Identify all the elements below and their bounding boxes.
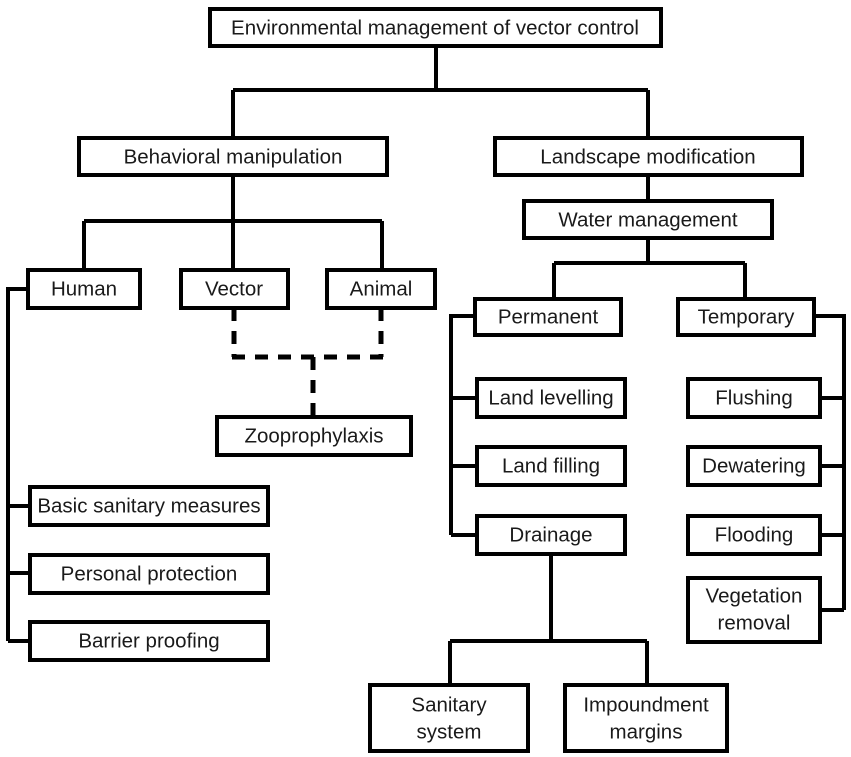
node-sanitary-system-box[interactable] xyxy=(368,683,530,753)
node-human-box[interactable] xyxy=(26,268,142,310)
connector-human-left-rail xyxy=(6,287,28,641)
node-personal-protection-label: Personal protection xyxy=(61,562,238,585)
node-water-management-box[interactable] xyxy=(522,199,774,240)
node-impoundment-margins-box[interactable] xyxy=(563,683,729,753)
node-dewatering-box[interactable] xyxy=(686,445,822,487)
node-sanitary-system-label-line2: system xyxy=(417,720,482,743)
node-zooprophylaxis-label: Zooprophylaxis xyxy=(244,424,383,447)
node-water-management[interactable]: Water management xyxy=(522,199,774,240)
node-vector-label: Vector xyxy=(205,277,263,300)
node-impoundment-margins-label-line1: Impoundment xyxy=(583,693,709,716)
node-barrier-proofing-box[interactable] xyxy=(28,620,270,662)
node-impoundment-margins[interactable]: Impoundment margins xyxy=(563,683,729,753)
node-behavioral-box[interactable] xyxy=(77,136,389,177)
node-behavioral-label: Behavioral manipulation xyxy=(124,145,343,168)
connector-permanent-left-rail xyxy=(449,314,475,535)
node-drainage-label: Drainage xyxy=(509,523,592,546)
node-land-filling-label: Land filling xyxy=(502,454,600,477)
node-root-label: Environmental management of vector contr… xyxy=(231,16,639,39)
connector-layer xyxy=(6,46,846,685)
node-barrier-proofing-label: Barrier proofing xyxy=(78,629,219,652)
node-vegetation-removal-label-line1: Vegetation xyxy=(706,584,803,607)
node-impoundment-margins-label-line2: margins xyxy=(610,720,683,743)
node-vegetation-removal-box[interactable] xyxy=(686,576,822,644)
node-land-levelling-box[interactable] xyxy=(475,377,627,419)
node-vector[interactable]: Vector xyxy=(179,268,290,310)
node-permanent-box[interactable] xyxy=(473,297,623,337)
node-human[interactable]: Human xyxy=(26,268,142,310)
node-temporary-label: Temporary xyxy=(698,305,796,328)
node-drainage-box[interactable] xyxy=(475,514,627,556)
node-behavioral-manipulation[interactable]: Behavioral manipulation xyxy=(77,136,389,177)
node-root-box[interactable] xyxy=(208,7,663,48)
node-vector-box[interactable] xyxy=(179,268,290,310)
node-flooding-box[interactable] xyxy=(686,514,822,556)
node-human-label: Human xyxy=(51,277,117,300)
node-land-filling[interactable]: Land filling xyxy=(475,445,627,487)
node-flooding[interactable]: Flooding xyxy=(686,514,822,556)
node-barrier-proofing[interactable]: Barrier proofing xyxy=(28,620,270,662)
node-permanent[interactable]: Permanent xyxy=(473,297,623,337)
node-drainage[interactable]: Drainage xyxy=(475,514,627,556)
node-personal-protection-box[interactable] xyxy=(28,553,270,595)
node-animal[interactable]: Animal xyxy=(325,268,437,310)
node-landscape-box[interactable] xyxy=(493,136,804,177)
node-water-management-label: Water management xyxy=(558,208,738,231)
node-land-levelling-label: Land levelling xyxy=(488,386,613,409)
node-temporary[interactable]: Temporary xyxy=(676,297,816,337)
connector-temporary-right-rail xyxy=(814,314,846,610)
node-temporary-box[interactable] xyxy=(676,297,816,337)
node-vegetation-removal[interactable]: Vegetation removal xyxy=(686,576,822,644)
node-basic-sanitary-label: Basic sanitary measures xyxy=(37,494,260,517)
node-animal-box[interactable] xyxy=(325,268,437,310)
node-flushing[interactable]: Flushing xyxy=(686,377,822,419)
node-dewatering-label: Dewatering xyxy=(702,454,806,477)
node-land-filling-box[interactable] xyxy=(475,445,627,487)
node-flushing-box[interactable] xyxy=(686,377,822,419)
node-basic-sanitary-measures[interactable]: Basic sanitary measures xyxy=(28,485,270,527)
node-landscape-modification[interactable]: Landscape modification xyxy=(493,136,804,177)
node-sanitary-system[interactable]: Sanitary system xyxy=(368,683,530,753)
node-zooprophylaxis-box[interactable] xyxy=(215,415,413,457)
node-personal-protection[interactable]: Personal protection xyxy=(28,553,270,595)
node-landscape-label: Landscape modification xyxy=(540,145,755,168)
node-basic-sanitary-box[interactable] xyxy=(28,485,270,527)
node-animal-label: Animal xyxy=(350,277,413,300)
node-dewatering[interactable]: Dewatering xyxy=(686,445,822,487)
node-root[interactable]: Environmental management of vector contr… xyxy=(208,7,663,48)
node-vegetation-removal-label-line2: removal xyxy=(718,611,791,634)
node-permanent-label: Permanent xyxy=(498,305,599,328)
node-sanitary-system-label-line1: Sanitary xyxy=(411,693,487,716)
node-flushing-label: Flushing xyxy=(715,386,793,409)
node-zooprophylaxis[interactable]: Zooprophylaxis xyxy=(215,415,413,457)
node-land-levelling[interactable]: Land levelling xyxy=(475,377,627,419)
node-flooding-label: Flooding xyxy=(715,523,794,546)
